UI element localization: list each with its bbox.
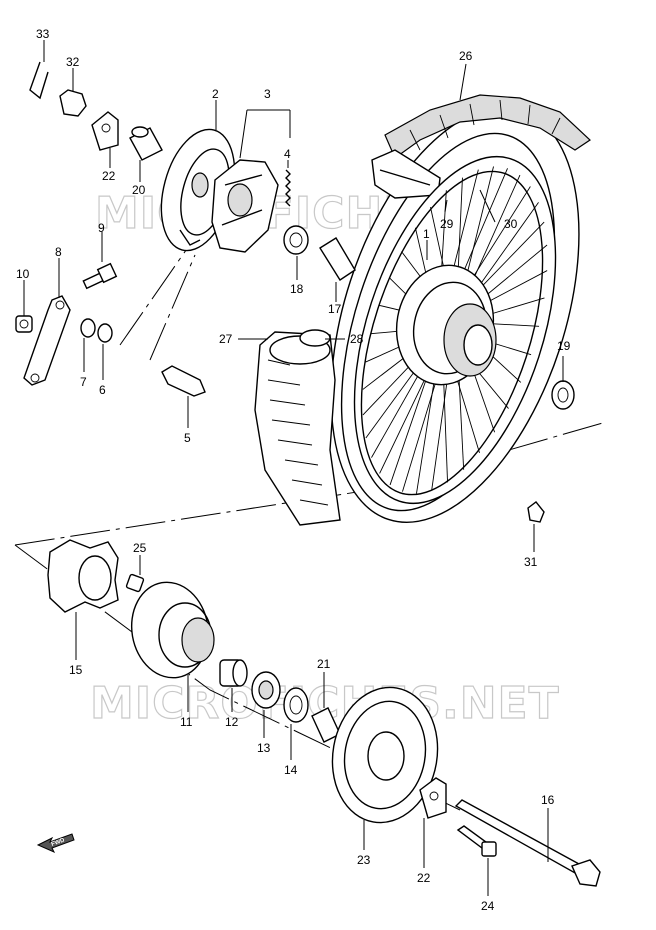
callout-21: 21 xyxy=(317,657,331,671)
brake-shoes xyxy=(211,159,279,253)
callout-27: 27 xyxy=(219,332,233,346)
cam-lever xyxy=(23,295,71,386)
callout-31: 31 xyxy=(524,555,538,569)
callout-1: 1 xyxy=(423,227,430,241)
callout-3: 3 xyxy=(264,87,271,101)
callout-6: 6 xyxy=(99,383,106,397)
callout-9: 9 xyxy=(98,221,105,235)
callout-29: 29 xyxy=(440,217,454,231)
bearing-18 xyxy=(283,225,309,255)
callout-5: 5 xyxy=(184,431,191,445)
leader-lines xyxy=(23,40,564,896)
adjuster-bolt xyxy=(456,825,497,857)
callout-22-bottom: 22 xyxy=(417,871,431,885)
callout-7: 7 xyxy=(80,375,87,389)
spacer-17 xyxy=(319,237,356,281)
bearing-19 xyxy=(551,380,575,410)
cotter-pin xyxy=(29,61,49,100)
forward-label: FWD xyxy=(51,837,67,848)
collar-12 xyxy=(219,659,248,687)
callout-14: 14 xyxy=(284,763,298,777)
callout-15: 15 xyxy=(69,663,83,677)
callout-24: 24 xyxy=(481,899,495,913)
callout-20: 20 xyxy=(132,183,146,197)
callout-30: 30 xyxy=(504,217,518,231)
callout-12: 12 xyxy=(225,715,239,729)
callout-labels: 33 32 2 3 26 4 22 20 29 30 9 1 8 10 18 1… xyxy=(16,27,571,913)
callout-33: 33 xyxy=(36,27,50,41)
oil-seal xyxy=(283,687,309,723)
cush-drive-damper xyxy=(47,539,119,613)
sensor-centerline xyxy=(149,254,196,361)
chain-adjuster-bottom xyxy=(419,777,447,819)
callout-22-top: 22 xyxy=(102,169,116,183)
castle-nut xyxy=(59,89,87,117)
callout-32: 32 xyxy=(66,55,80,69)
lever-nut xyxy=(15,315,33,333)
chain-adjuster-top xyxy=(91,111,119,151)
lever-bolt xyxy=(82,262,118,290)
bearing-13 xyxy=(251,671,281,709)
shoe-spring xyxy=(285,169,291,207)
callout-18: 18 xyxy=(290,282,304,296)
callout-19: 19 xyxy=(557,339,571,353)
sprocket-drum xyxy=(130,581,215,679)
callout-8: 8 xyxy=(55,245,62,259)
o-ring-6 xyxy=(97,323,113,343)
washer-7 xyxy=(80,318,96,338)
sprocket-nut xyxy=(125,573,145,593)
rear-axle xyxy=(454,799,601,887)
speed-sensor xyxy=(161,365,206,397)
valve-cap xyxy=(527,501,545,523)
callout-26: 26 xyxy=(459,49,473,63)
spacer-20 xyxy=(129,126,163,161)
callout-16: 16 xyxy=(541,793,555,807)
callout-2: 2 xyxy=(212,87,219,101)
callout-4: 4 xyxy=(284,147,291,161)
callout-25: 25 xyxy=(133,541,147,555)
wheel-hub xyxy=(395,264,497,386)
callout-11: 11 xyxy=(180,715,193,729)
callout-17: 17 xyxy=(328,302,342,316)
forward-arrow-icon: FWD xyxy=(36,833,75,854)
callout-23: 23 xyxy=(357,853,371,867)
inner-tube xyxy=(254,329,341,526)
callout-13: 13 xyxy=(257,741,271,755)
callout-10: 10 xyxy=(16,267,30,281)
rear-sprocket xyxy=(331,686,439,824)
callout-28: 28 xyxy=(350,332,364,346)
